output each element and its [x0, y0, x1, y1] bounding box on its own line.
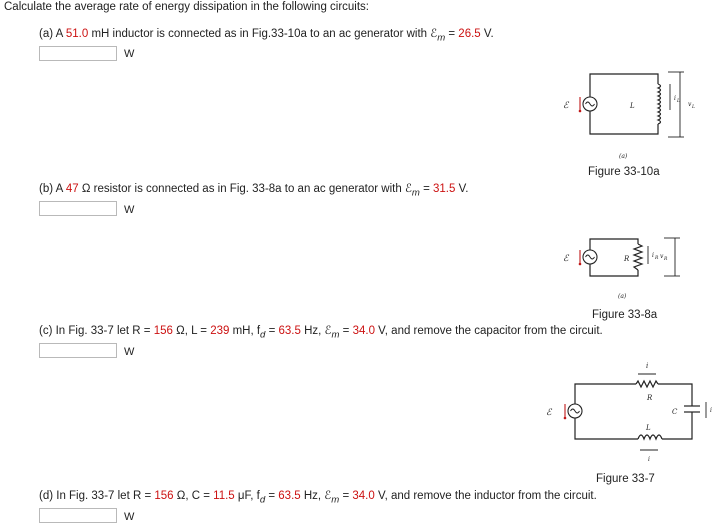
resistor-icon	[635, 379, 659, 389]
svg-text:L: L	[691, 104, 695, 110]
svg-text:i: i	[646, 362, 648, 370]
capacitance-value: 11.5	[213, 490, 235, 502]
svg-text:L: L	[676, 98, 680, 104]
resistance-value: 156	[153, 325, 173, 337]
svg-text:v: v	[660, 253, 664, 260]
panel-label: (a)	[618, 293, 627, 300]
emf-value: 34.0	[352, 325, 375, 337]
resistance-value: 156	[154, 490, 174, 502]
emf-label: ℰ	[563, 254, 570, 264]
answer-c-input[interactable]	[39, 343, 117, 358]
frequency-value: 63.5	[278, 325, 301, 337]
panel-label: (a)	[619, 153, 628, 160]
unit-b: W	[124, 204, 135, 216]
question-b: (b) A 47 Ω resistor is connected as in F…	[39, 183, 469, 199]
svg-text:i: i	[652, 252, 654, 259]
resistor-label: R	[646, 394, 653, 402]
answer-b-input[interactable]	[39, 201, 117, 216]
emf-value: 34.0	[352, 490, 375, 502]
emf-label: ℰ	[546, 408, 553, 418]
unit-c: W	[124, 346, 135, 358]
svg-text:R: R	[663, 256, 668, 262]
figure-caption-33-8a: Figure 33-8a	[592, 309, 658, 321]
figure-33-8a: ℰ R i R v R (a)	[563, 237, 680, 300]
resistor-icon	[632, 243, 644, 271]
svg-text:i: i	[674, 95, 676, 102]
inductor-label: L	[645, 424, 651, 432]
question-a: (a) A 51.0 mH inductor is connected as i…	[39, 28, 494, 44]
question-d: (d) In Fig. 33-7 let R = 156 Ω, C = 11.5…	[39, 490, 597, 506]
svg-text:i: i	[648, 456, 650, 463]
emf-value: 31.5	[433, 183, 456, 195]
inductance-value: 51.0	[65, 28, 89, 40]
figure-33-7: ℰ R i C i L i	[546, 362, 712, 463]
answer-d-input[interactable]	[39, 508, 117, 523]
question-c: (c) In Fig. 33-7 let R = 156 Ω, L = 239 …	[39, 325, 603, 341]
emf-value: 26.5	[458, 28, 481, 40]
capacitor-label: C	[672, 408, 678, 416]
figure-33-10a: ℰ L i L v L (a)	[563, 71, 695, 160]
unit-a: W	[124, 48, 135, 60]
frequency-value: 63.5	[278, 490, 301, 502]
unit-d: W	[124, 511, 135, 523]
resistance-value: 47	[65, 183, 79, 195]
inductor-coil-icon	[656, 83, 662, 125]
svg-text:v: v	[688, 101, 692, 108]
svg-text:R: R	[654, 255, 659, 261]
answer-a-input[interactable]	[39, 46, 117, 61]
resistor-label: R	[623, 255, 630, 263]
svg-text:i: i	[710, 407, 712, 414]
inductor-coil-icon	[637, 434, 663, 441]
inductor-label: L	[629, 102, 635, 110]
figure-caption-33-10a: Figure 33-10a	[588, 166, 660, 178]
figure-caption-33-7: Figure 33-7	[596, 473, 655, 485]
emf-label: ℰ	[563, 101, 570, 111]
inductance-value: 239	[210, 325, 230, 337]
page-title: Calculate the average rate of energy dis…	[4, 1, 370, 13]
